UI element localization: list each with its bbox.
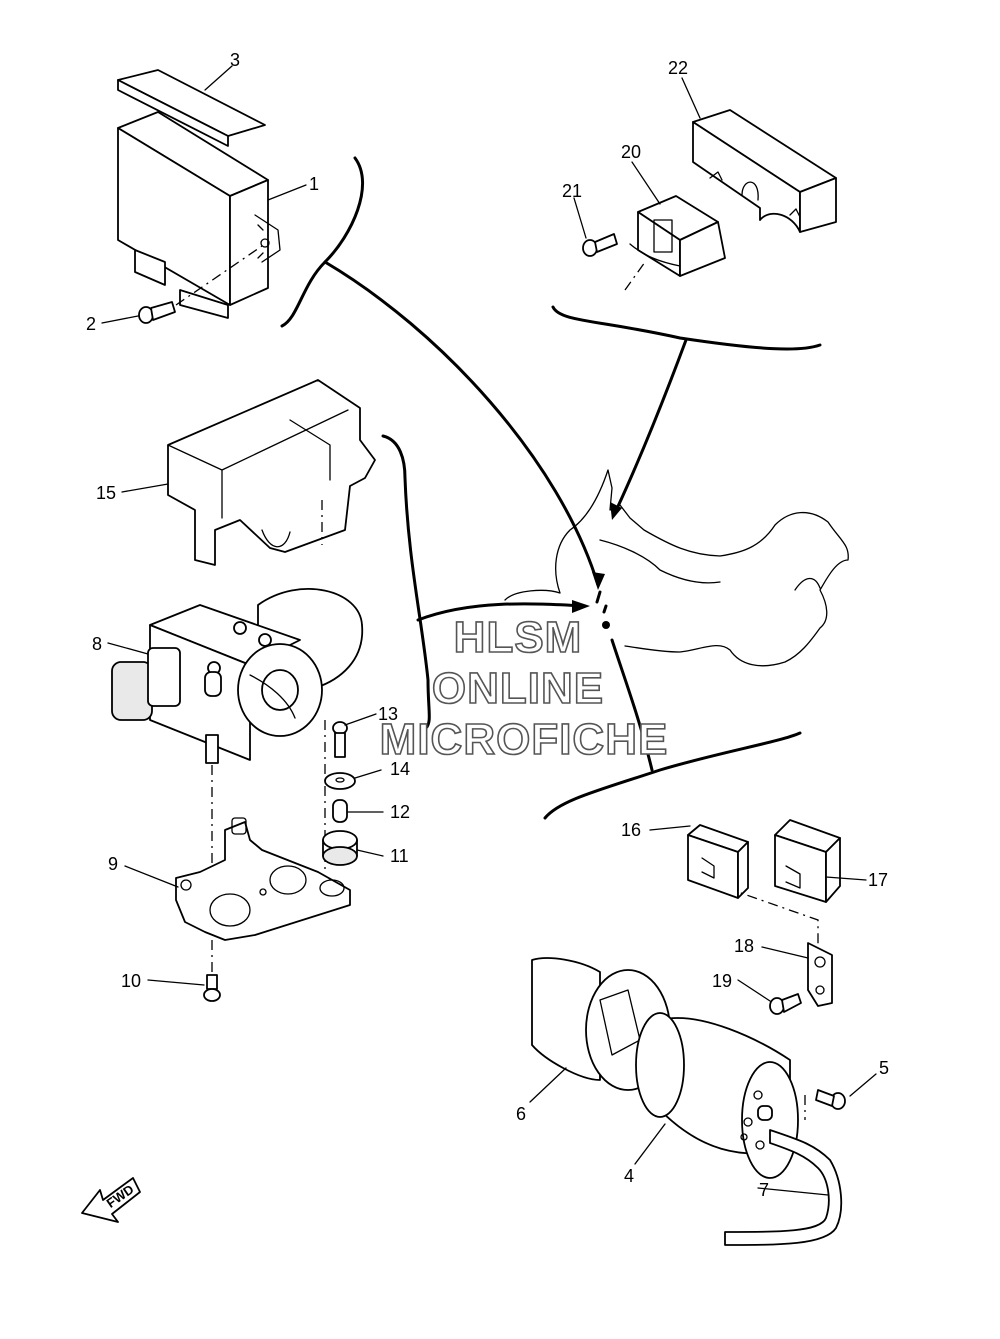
callout-3: 3 bbox=[230, 50, 240, 70]
callout-10: 10 bbox=[121, 971, 141, 991]
bracket-lower-right bbox=[543, 731, 802, 820]
callout-1: 1 bbox=[309, 174, 319, 194]
callout-leaders bbox=[101, 65, 877, 1196]
callout-5: 5 bbox=[879, 1058, 889, 1078]
watermark-line-2: ONLINE bbox=[432, 664, 604, 713]
part-13-screw bbox=[332, 721, 348, 758]
watermark-line-1: HLSM bbox=[454, 613, 583, 662]
callout-15: 15 bbox=[96, 483, 116, 503]
callout-6: 6 bbox=[516, 1104, 526, 1124]
callout-7: 7 bbox=[759, 1180, 769, 1200]
part-11-damper bbox=[322, 830, 358, 866]
bracket-top-right bbox=[551, 305, 822, 351]
leader-ecu-to-bike bbox=[323, 260, 600, 587]
part-22-cover bbox=[692, 109, 837, 233]
callout-20: 20 bbox=[621, 142, 641, 162]
callout-9: 9 bbox=[108, 854, 118, 874]
part-9-bracket bbox=[175, 817, 351, 975]
part-19-screw bbox=[769, 993, 802, 1015]
callout-21: 21 bbox=[562, 181, 582, 201]
callout-2: 2 bbox=[86, 314, 96, 334]
part-3-pad bbox=[117, 69, 266, 147]
watermark-line-3: MICROFICHE bbox=[380, 715, 669, 764]
part-21-screw bbox=[582, 233, 618, 257]
callout-17: 17 bbox=[868, 870, 888, 890]
relay-dashline bbox=[737, 880, 819, 945]
part-10-screw bbox=[203, 974, 221, 1002]
part-5-screw bbox=[804, 1089, 846, 1120]
part-12-collar bbox=[332, 799, 348, 823]
part-14-washer bbox=[324, 772, 356, 790]
part-7-hose bbox=[724, 1129, 843, 1246]
part-16-relay bbox=[687, 824, 749, 899]
part-20-relay bbox=[624, 195, 726, 291]
callout-22: 22 bbox=[668, 58, 688, 78]
bracket-middle bbox=[381, 434, 431, 730]
watermark: HLSM ONLINE MICROFICHE bbox=[379, 612, 669, 765]
motorcycle-outline bbox=[504, 469, 849, 667]
callout-11: 11 bbox=[390, 846, 409, 866]
callout-19: 19 bbox=[712, 971, 732, 991]
leader-relay-to-bike bbox=[612, 338, 688, 517]
callout-8: 8 bbox=[92, 634, 102, 654]
part-2-screw bbox=[138, 245, 263, 324]
part-18-bracket bbox=[807, 942, 833, 1007]
part-4-canister bbox=[635, 1012, 799, 1179]
callout-16: 16 bbox=[621, 820, 641, 840]
part-1-control-unit bbox=[117, 111, 281, 319]
callout-13: 13 bbox=[378, 704, 398, 724]
callout-12: 12 bbox=[390, 802, 410, 822]
callout-14: 14 bbox=[390, 759, 410, 779]
leader-lower-to-bike bbox=[610, 638, 654, 772]
leader-hydraulic-to-bike bbox=[416, 602, 587, 622]
part-17-relay bbox=[774, 819, 841, 903]
callout-18: 18 bbox=[734, 936, 754, 956]
bracket-top-left bbox=[280, 156, 365, 328]
part-15-cover bbox=[167, 379, 376, 566]
callout-4: 4 bbox=[624, 1166, 634, 1186]
fwd-direction-arrow: FWD bbox=[81, 1177, 141, 1223]
